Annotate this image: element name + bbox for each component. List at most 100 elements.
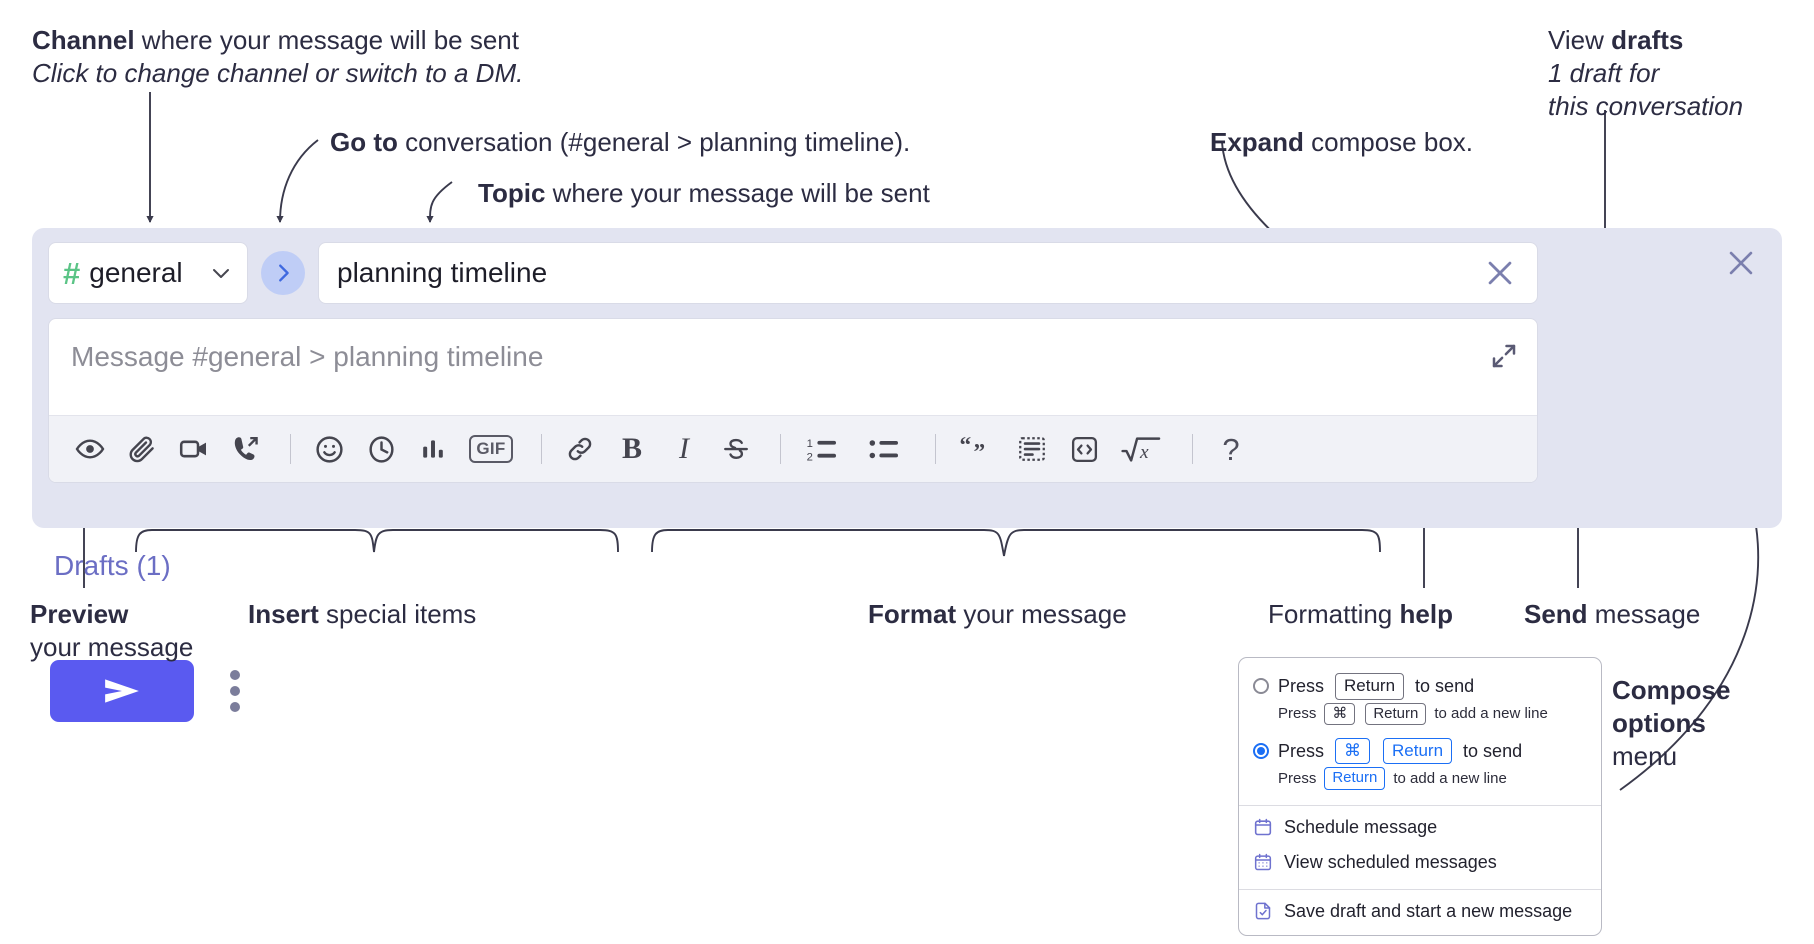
expand-compose-icon[interactable] <box>1489 341 1519 371</box>
video-clip-icon[interactable] <box>171 426 217 472</box>
compose-right-rail <box>1520 228 1782 528</box>
radio-unselected-icon[interactable] <box>1253 678 1269 695</box>
code-block-icon[interactable] <box>1009 426 1055 472</box>
option2-to-send: to send <box>1463 740 1523 761</box>
annotation-expand-rest: compose box. <box>1303 127 1474 157</box>
annotation-channel-bold: Channel <box>32 25 135 55</box>
compose-main-column: # general planning timeline Message #gen… <box>48 242 1538 483</box>
menu-item-label: Schedule message <box>1284 816 1438 837</box>
compose-panel: # general planning timeline Message #gen… <box>32 228 1782 722</box>
menu-divider <box>1239 804 1601 806</box>
menu-item-view-scheduled[interactable]: View scheduled messages <box>1239 845 1601 880</box>
gif-icon[interactable]: GIF <box>462 426 520 472</box>
chevron-down-icon <box>209 261 233 285</box>
option2-press: Press <box>1278 740 1325 761</box>
annotation-format: Format your message <box>868 598 1127 631</box>
menu-item-schedule-message[interactable]: Schedule message <box>1239 810 1601 845</box>
key-return: Return <box>1324 767 1386 790</box>
key-return: Return <box>1335 673 1405 700</box>
annotation-drafts-lead: View <box>1548 25 1612 55</box>
annotation-help-lead: Formatting <box>1268 599 1400 629</box>
close-icon[interactable] <box>1479 252 1521 294</box>
option1-sub-press: Press <box>1278 705 1317 723</box>
send-button[interactable] <box>50 660 194 722</box>
compose-header-row: # general planning timeline <box>48 242 1538 304</box>
svg-text:1: 1 <box>807 438 813 450</box>
toolbar-divider <box>935 434 936 464</box>
annotation-preview: Preview your message <box>30 598 193 664</box>
clock-icon[interactable] <box>358 426 404 472</box>
attach-file-icon[interactable] <box>119 426 165 472</box>
hash-icon: # <box>63 255 81 291</box>
emoji-icon[interactable] <box>306 426 352 472</box>
annotation-help: Formatting help <box>1268 598 1453 631</box>
dot <box>230 702 240 712</box>
dot <box>230 686 240 696</box>
help-icon[interactable]: ? <box>1208 426 1254 472</box>
annotation-insert-rest: special items <box>318 599 477 629</box>
annotation-compose-options-l3: menu <box>1612 740 1678 771</box>
compose-options-menu: Press Return to send Press ⌘ Return to a… <box>1238 657 1602 936</box>
poll-icon[interactable] <box>410 426 456 472</box>
math-icon[interactable]: x <box>1113 426 1171 472</box>
link-icon[interactable] <box>557 426 603 472</box>
annotation-insert: Insert special items <box>248 598 476 631</box>
option1-press: Press <box>1278 675 1325 696</box>
annotation-goto-rest: conversation (#general > planning timeli… <box>397 127 911 157</box>
menu-item-label: Save draft and start a new message <box>1284 900 1573 921</box>
annotation-drafts-sub2: this conversation <box>1548 90 1744 121</box>
annotation-help-bold: help <box>1399 599 1453 629</box>
message-placeholder: Message #general > planning timeline <box>71 341 544 372</box>
annotation-topic-bold: Topic <box>478 178 546 208</box>
annotation-expand-bold: Expand <box>1210 127 1304 157</box>
toolbar-divider <box>290 434 291 464</box>
annotation-channel-sub: Click to change channel or switch to a D… <box>32 57 524 88</box>
topic-field[interactable]: planning timeline <box>318 242 1538 304</box>
dot <box>230 670 240 680</box>
ordered-list-icon[interactable]: 1 2 <box>796 426 852 472</box>
send-option-cmd-return[interactable]: Press ⌘ Return to send <box>1239 735 1601 766</box>
radio-selected-icon[interactable] <box>1253 743 1269 760</box>
option1-to-send: to send <box>1415 675 1475 696</box>
menu-item-label: View scheduled messages <box>1284 851 1497 872</box>
svg-text:”: ” <box>974 440 986 464</box>
annotation-topic-rest: where your message will be sent <box>545 178 930 208</box>
send-option-return[interactable]: Press Return to send <box>1239 670 1601 701</box>
inline-code-icon[interactable] <box>1061 426 1107 472</box>
send-option-return-hint: Press ⌘ Return to add a new line <box>1239 701 1601 731</box>
panel-close-icon[interactable] <box>1724 246 1758 280</box>
menu-item-save-draft[interactable]: Save draft and start a new message <box>1239 894 1601 929</box>
drafts-link[interactable]: Drafts (1) <box>54 550 171 581</box>
compose-options-button[interactable] <box>218 666 252 716</box>
annotation-channel-rest: where your message will be sent <box>134 25 519 55</box>
message-box: Message #general > planning timeline <box>48 318 1538 483</box>
annotation-drafts-bold: drafts <box>1611 25 1684 55</box>
audio-clip-icon[interactable] <box>223 426 269 472</box>
strikethrough-icon[interactable] <box>713 426 759 472</box>
annotation-preview-line2: your message <box>30 631 194 662</box>
bold-icon[interactable]: B <box>621 432 642 465</box>
blockquote-icon[interactable]: “ ” <box>951 426 1003 472</box>
annotation-format-bold: Format <box>868 599 957 629</box>
bulleted-list-icon[interactable] <box>858 426 914 472</box>
key-return: Return <box>1365 702 1427 725</box>
annotation-expand: Expand compose box. <box>1210 126 1473 159</box>
channel-picker[interactable]: # general <box>48 242 248 304</box>
annotation-drafts-sub1: 1 draft for <box>1548 57 1660 88</box>
goto-conversation-button[interactable] <box>261 251 305 295</box>
italic-icon[interactable]: I <box>679 432 689 465</box>
toolbar-divider <box>1192 434 1193 464</box>
save-draft-icon <box>1253 901 1273 921</box>
message-input[interactable]: Message #general > planning timeline <box>49 319 1537 415</box>
gif-label: GIF <box>469 435 513 463</box>
option2-sub-tail: to add a new line <box>1393 769 1507 787</box>
toolbar-divider <box>780 434 781 464</box>
annotation-drafts: View drafts 1 draft for this conversatio… <box>1548 24 1743 122</box>
preview-icon[interactable] <box>67 426 113 472</box>
annotation-send: Send message <box>1524 598 1700 631</box>
key-return: Return <box>1383 737 1453 765</box>
annotation-send-bold: Send <box>1524 599 1588 629</box>
annotation-preview-bold: Preview <box>30 599 129 629</box>
menu-divider <box>1239 888 1601 890</box>
annotation-goto: Go to conversation (#general > planning … <box>330 126 910 159</box>
